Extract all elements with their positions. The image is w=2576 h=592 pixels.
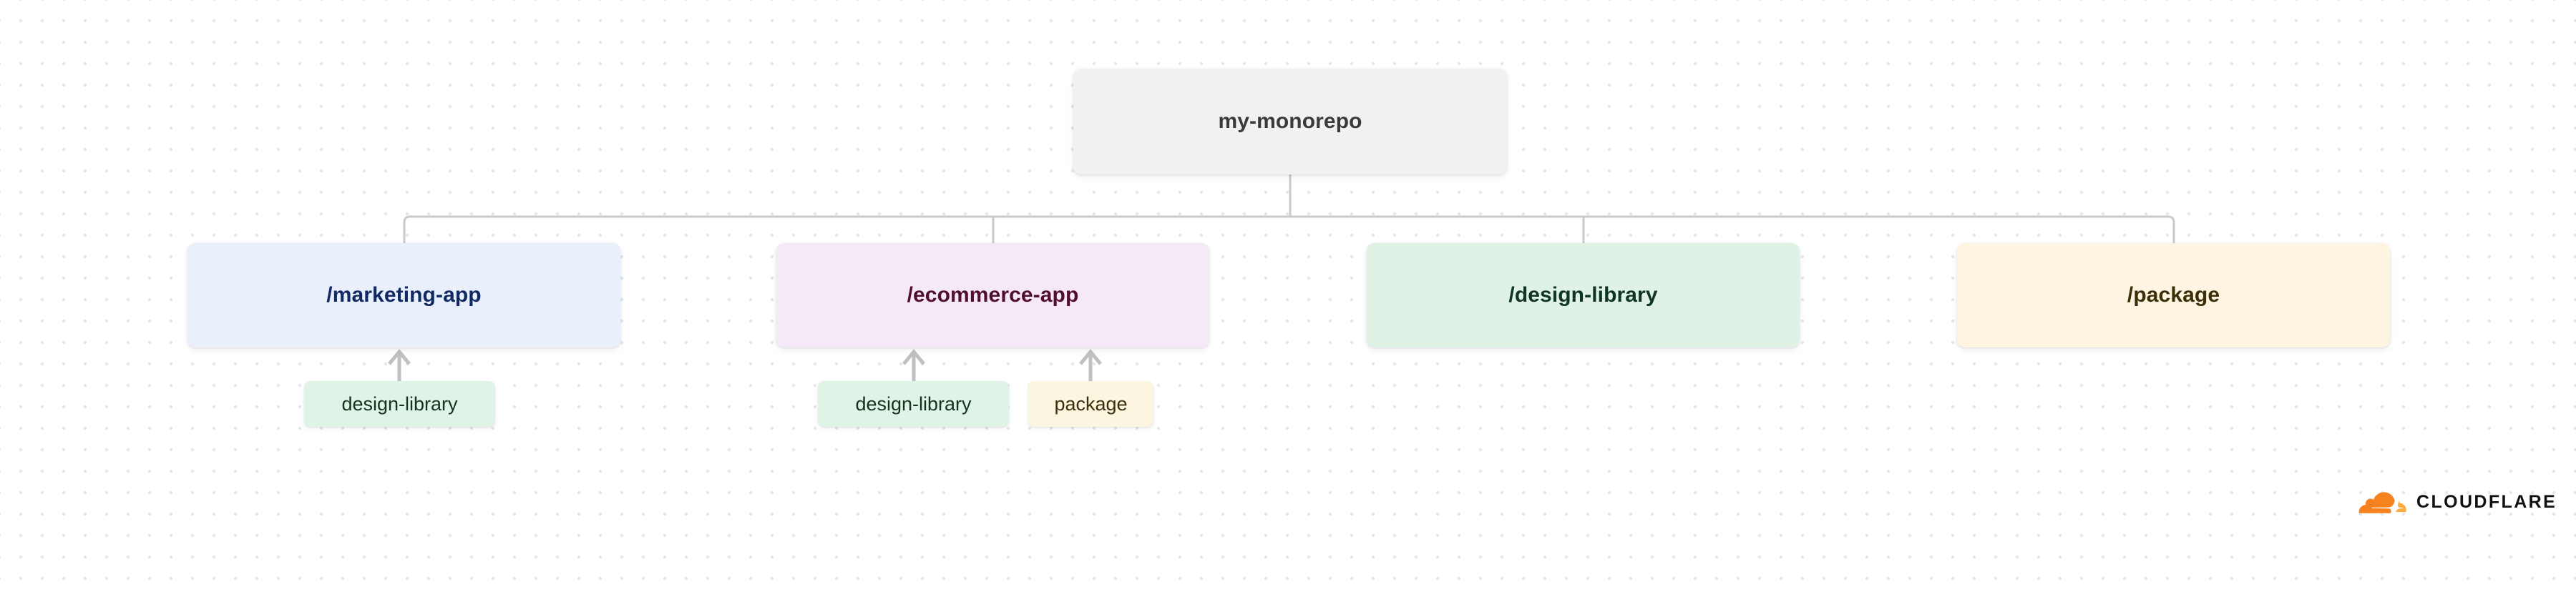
node-label: /marketing-app [326,283,482,307]
cloudflare-cloud-icon [2358,492,2406,513]
cloud-accent-shape [2396,501,2406,513]
cloud-main-shape [2358,492,2395,513]
dependency-chip-marketing-design-library[interactable]: design-library [304,381,495,427]
dependency-chip-ecommerce-package[interactable]: package [1028,381,1153,427]
edge-bus-to-package [1290,215,2175,243]
node-label: /design-library [1508,283,1658,307]
node-label: /package [2127,283,2220,307]
node-label: my-monorepo [1218,109,1362,133]
arrowhead-marketing-design-library [388,349,411,365]
dependency-chip-ecommerce-design-library[interactable]: design-library [818,381,1009,427]
node-marketing-app[interactable]: /marketing-app [187,243,620,347]
arrowhead-ecommerce-design-library [902,349,925,365]
dependency-chip-label: package [1054,393,1128,415]
node-package[interactable]: /package [1957,243,2390,347]
dependency-chip-label: design-library [855,393,972,415]
node-ecommerce-app[interactable]: /ecommerce-app [776,243,1209,347]
arrowhead-ecommerce-package [1079,349,1102,365]
cloudflare-logo: CLOUDFLARE [2356,490,2557,515]
node-my-monorepo[interactable]: my-monorepo [1073,69,1507,174]
dependency-chip-label: design-library [341,393,458,415]
node-design-library[interactable]: /design-library [1367,243,1800,347]
node-label: /ecommerce-app [907,283,1079,307]
edge-bus-to-marketing [403,215,1290,243]
cloudflare-wordmark: CLOUDFLARE [2416,492,2557,512]
